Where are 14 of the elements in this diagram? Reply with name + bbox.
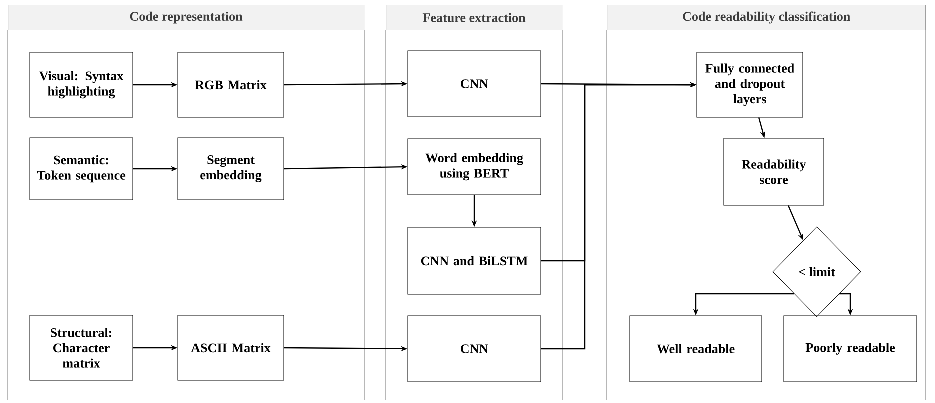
process-box: Structural: Character matrix — [30, 315, 134, 381]
process-box: Poorly readable — [784, 316, 918, 382]
process-box: ASCII Matrix — [178, 315, 284, 381]
process-box: CNN and BiLSTM — [408, 227, 542, 295]
process-box: CNN — [408, 316, 542, 382]
process-box: Semantic: Token sequence — [30, 138, 134, 200]
process-box: Word embedding using BERT — [408, 138, 542, 196]
process-box: Fully connected and dropout layers — [696, 52, 804, 118]
process-box: Visual: Syntax highlighting — [30, 52, 134, 118]
process-box: RGB Matrix — [178, 52, 284, 118]
process-box: Segment embedding — [178, 138, 284, 200]
process-box: CNN — [408, 50, 542, 118]
process-box: Readability score — [724, 138, 824, 206]
process-box: Well readable — [630, 316, 762, 382]
